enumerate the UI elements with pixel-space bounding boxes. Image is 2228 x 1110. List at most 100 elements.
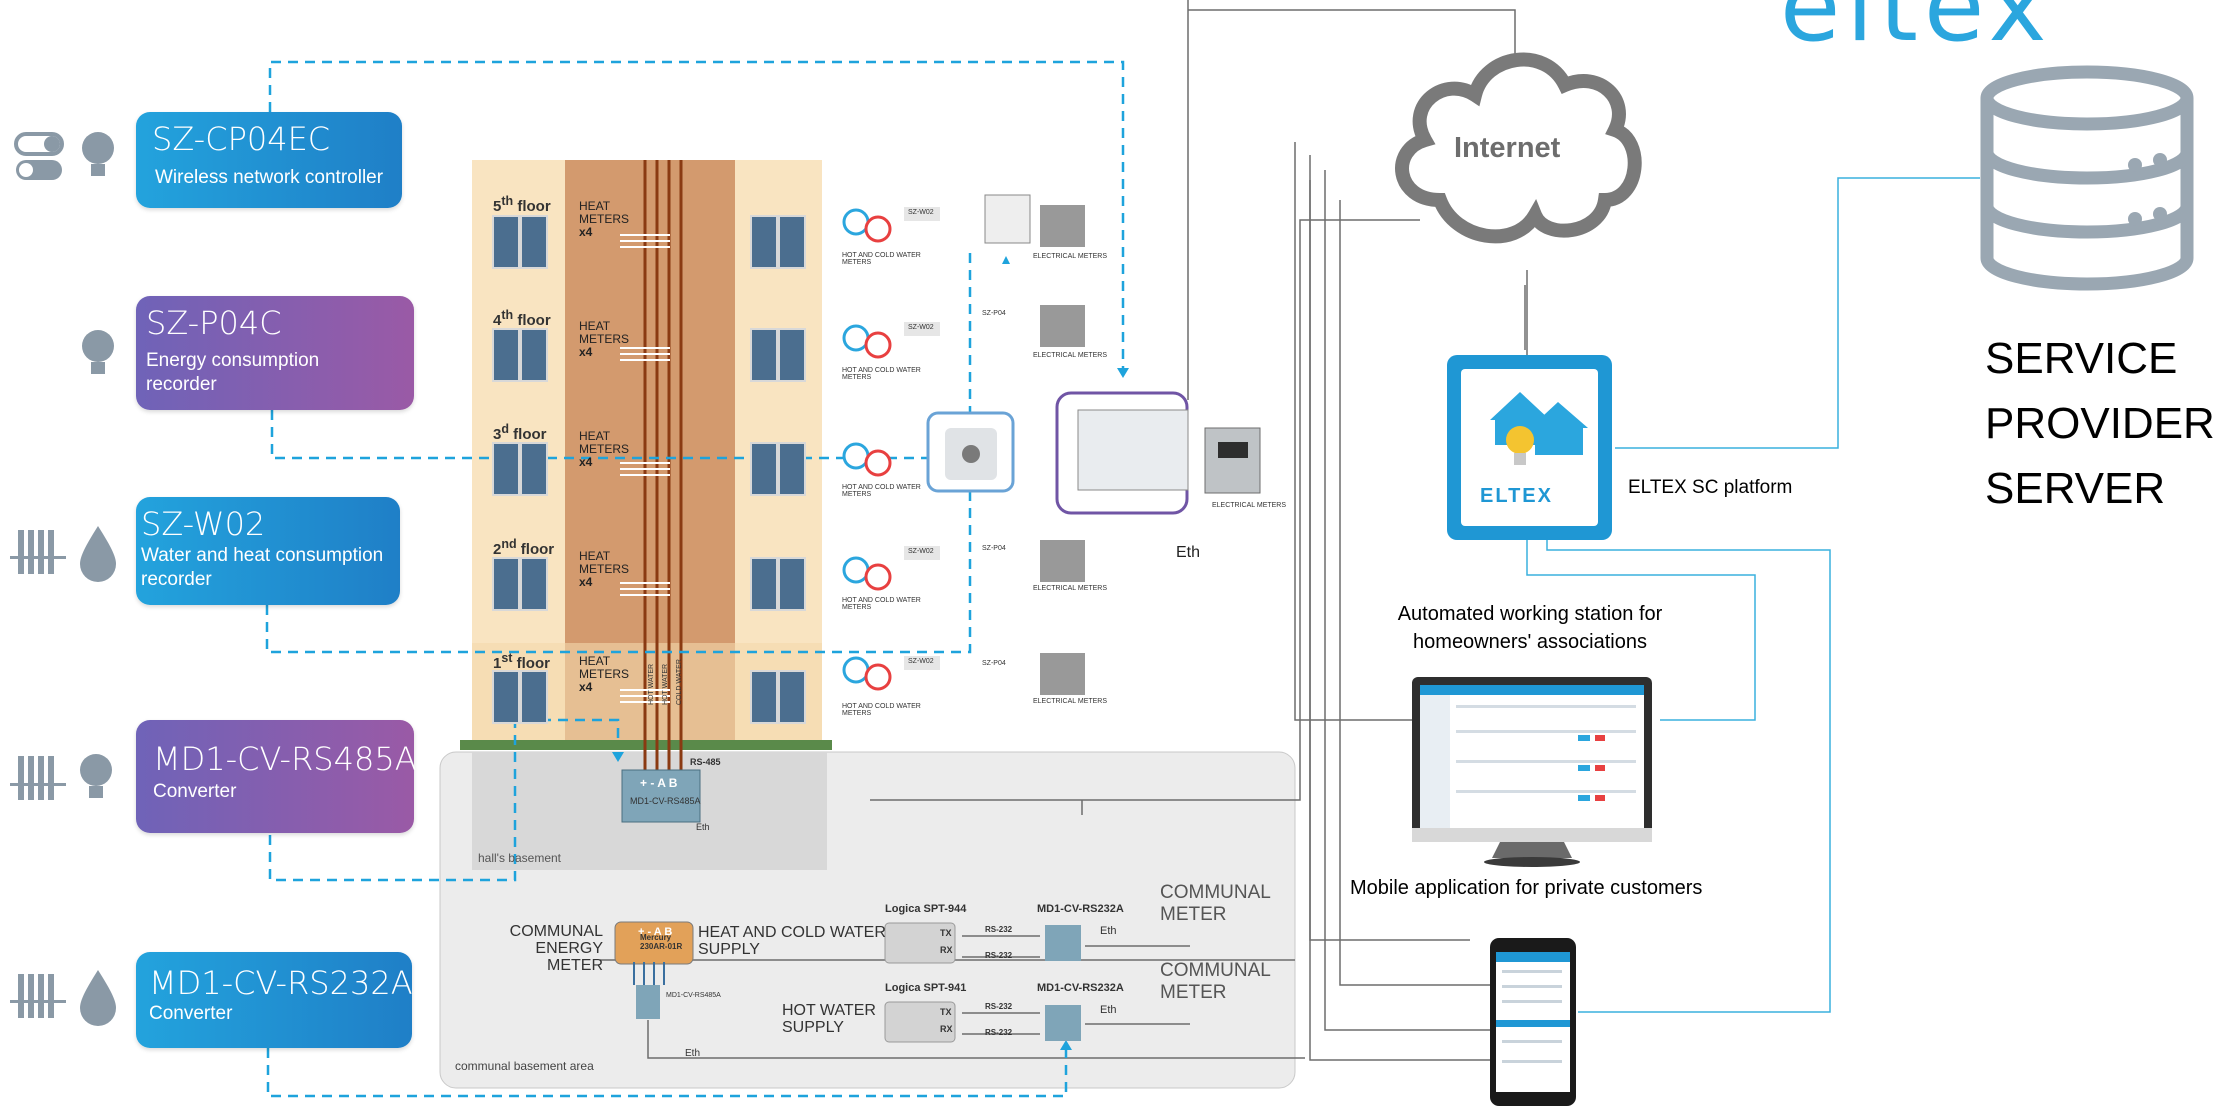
logica-941-label: Logica SPT-941 bbox=[885, 982, 967, 994]
lightbulb-icon bbox=[82, 132, 114, 176]
device-subtitle: Converter bbox=[153, 781, 237, 802]
sz-w02-label: SZ-W02 bbox=[908, 658, 934, 665]
device-card-md1-cv-rs232a: MD1-CV-RS232A Converter bbox=[136, 952, 413, 1048]
window bbox=[492, 328, 548, 382]
arrowhead bbox=[1002, 256, 1010, 264]
eltex-logo: eltex bbox=[1780, 0, 2053, 64]
window bbox=[492, 442, 548, 496]
eth-label: Eth bbox=[685, 1048, 701, 1059]
internet-cloud-icon bbox=[1395, 52, 1642, 244]
device-subtitle: Wireless network controller bbox=[155, 167, 384, 188]
arrowhead bbox=[1060, 1040, 1072, 1050]
rs232-label: RS-232 bbox=[985, 1028, 1013, 1037]
electrical-meters-label: ELECTRICAL METERS bbox=[1033, 253, 1108, 260]
center-electrical-meters-label: ELECTRICAL METERS bbox=[1212, 502, 1287, 509]
toggle-switch-icon bbox=[14, 132, 64, 180]
sz-p04-label: SZ-P04 bbox=[982, 545, 1006, 552]
sz-p04-label: SZ-P04 bbox=[982, 310, 1006, 317]
communal-area-label: communal basement area bbox=[455, 1059, 594, 1073]
radiator-icon bbox=[10, 530, 66, 574]
basement-eth-label: Eth bbox=[696, 822, 710, 832]
device-title: SZ-P04C bbox=[146, 304, 282, 342]
workstation-monitor-icon bbox=[1412, 677, 1652, 867]
riser-pipes bbox=[643, 160, 683, 772]
device-title: MD1-CV-RS485A bbox=[153, 740, 417, 778]
pipe-label: HOT WATER bbox=[662, 663, 669, 705]
communal-converter-label: MD1-CV-RS485A bbox=[666, 992, 721, 999]
water-drop-icon bbox=[80, 526, 116, 582]
floor-label: 2nd floor bbox=[493, 537, 555, 558]
halls-basement-label: hall's basement bbox=[478, 851, 562, 865]
pipe-label: COLD WATER bbox=[676, 659, 683, 705]
platform-links bbox=[1526, 177, 1980, 1013]
window bbox=[492, 557, 548, 611]
window bbox=[750, 328, 806, 382]
rs232-label: RS-232 bbox=[985, 1002, 1013, 1011]
device-card-md1-cv-rs485a: MD1-CV-RS485A Converter bbox=[136, 720, 417, 833]
window bbox=[492, 215, 548, 269]
electrical-meters-label: ELECTRICAL METERS bbox=[1033, 585, 1108, 592]
meter-wires bbox=[620, 234, 670, 703]
database-server-icon bbox=[1980, 65, 2194, 291]
sz-p04-label: SZ-P04 bbox=[982, 660, 1006, 667]
water-drop-icon bbox=[80, 970, 116, 1026]
device-title: SZ-W02 bbox=[141, 505, 266, 543]
rs485-converter-icon bbox=[621, 769, 701, 823]
din-rail-controller-icon bbox=[1077, 409, 1189, 491]
lightbulb-icon bbox=[80, 754, 112, 798]
md-rs232-label: MD1-CV-RS232A bbox=[1037, 903, 1124, 915]
radiator-wireless-icon bbox=[10, 974, 66, 1018]
converter-terminals: + - A B bbox=[640, 776, 678, 790]
floor-label: 5th floor bbox=[493, 194, 551, 215]
rs232-converter-icon bbox=[1045, 1005, 1081, 1041]
device-subtitle: Converter bbox=[149, 1003, 233, 1024]
rs232-label: RS-232 bbox=[985, 925, 1013, 934]
sz-w02-label: SZ-W02 bbox=[908, 209, 934, 216]
electrical-meter-icon bbox=[1204, 427, 1261, 494]
electrical-meters-label: ELECTRICAL METERS bbox=[1033, 698, 1108, 705]
tx-label: TX bbox=[940, 1007, 952, 1017]
radiator-wireless-icon bbox=[10, 756, 66, 800]
rs232-label: RS-232 bbox=[985, 951, 1013, 960]
floor-meters bbox=[842, 194, 1085, 695]
logica-spt944-icon bbox=[884, 922, 956, 964]
eth-label: Eth bbox=[1100, 925, 1117, 937]
platform-logo-text: ELTEX bbox=[1480, 485, 1553, 507]
floor-label: 1st floor bbox=[493, 651, 550, 672]
logica-944-label: Logica SPT-944 bbox=[885, 903, 967, 915]
floor-label: 4th floor bbox=[493, 308, 551, 329]
floor-label: 3d floor bbox=[493, 422, 547, 443]
window bbox=[750, 442, 806, 496]
sz-w02-label: SZ-W02 bbox=[908, 324, 934, 331]
rs232-converter-icon bbox=[1045, 925, 1081, 961]
lightbulb-icon bbox=[82, 330, 114, 374]
center-eth-label: Eth bbox=[1176, 544, 1201, 561]
mobile-phone-icon bbox=[1490, 938, 1576, 1106]
rx-label: RX bbox=[940, 1024, 953, 1034]
electrical-meters-label: ELECTRICAL METERS bbox=[1033, 352, 1108, 359]
device-card-sz-cp04ec: SZ-CP04EC Wireless network controller bbox=[136, 112, 402, 208]
internet-label: Internet bbox=[1454, 132, 1561, 164]
meter-terminals: + - A B bbox=[638, 926, 673, 938]
eth-label: Eth bbox=[1100, 1004, 1117, 1016]
window bbox=[750, 670, 806, 724]
